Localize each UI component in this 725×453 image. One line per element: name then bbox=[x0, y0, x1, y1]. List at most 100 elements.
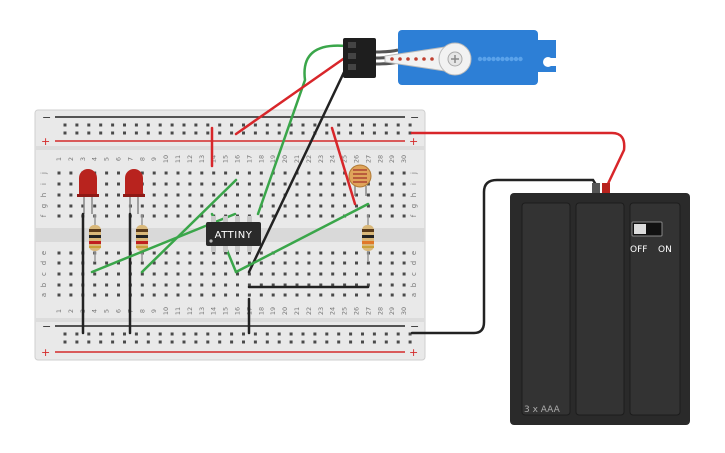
terminal-hole[interactable] bbox=[117, 293, 120, 297]
terminal-hole[interactable] bbox=[319, 204, 323, 208]
rail-hole[interactable] bbox=[408, 131, 412, 135]
rail-hole[interactable] bbox=[337, 131, 341, 135]
rail-hole[interactable] bbox=[325, 340, 329, 344]
terminal-hole[interactable] bbox=[259, 251, 263, 255]
terminal-hole[interactable] bbox=[295, 182, 299, 186]
terminal-hole[interactable] bbox=[331, 204, 335, 208]
terminal-hole[interactable] bbox=[271, 214, 275, 218]
wire-black-battery[interactable] bbox=[410, 178, 600, 335]
terminal-hole[interactable] bbox=[117, 193, 120, 197]
terminal-hole[interactable] bbox=[105, 272, 109, 276]
rail-hole[interactable] bbox=[408, 123, 412, 127]
rail-hole[interactable] bbox=[301, 123, 305, 127]
terminal-hole[interactable] bbox=[212, 261, 216, 265]
terminal-hole[interactable] bbox=[212, 293, 216, 297]
terminal-hole[interactable] bbox=[176, 204, 180, 208]
terminal-hole[interactable] bbox=[283, 272, 287, 276]
terminal-hole[interactable] bbox=[164, 251, 168, 255]
terminal-hole[interactable] bbox=[343, 293, 347, 297]
rail-hole[interactable] bbox=[182, 123, 186, 127]
terminal-hole[interactable] bbox=[331, 193, 335, 197]
terminal-hole[interactable] bbox=[200, 251, 204, 255]
rail-hole[interactable] bbox=[289, 340, 293, 344]
rail-hole[interactable] bbox=[194, 131, 198, 135]
wire-green-2[interactable] bbox=[140, 178, 238, 274]
rail-hole[interactable] bbox=[384, 131, 388, 135]
wire-red-battery[interactable] bbox=[410, 131, 626, 190]
rail-hole[interactable] bbox=[170, 131, 174, 135]
rail-hole[interactable] bbox=[372, 123, 376, 127]
terminal-hole[interactable] bbox=[236, 293, 239, 297]
rail-hole[interactable] bbox=[182, 332, 186, 336]
rail-hole[interactable] bbox=[230, 123, 234, 127]
terminal-hole[interactable] bbox=[331, 283, 335, 287]
terminal-hole[interactable] bbox=[390, 272, 394, 276]
terminal-hole[interactable] bbox=[188, 182, 192, 186]
terminal-hole[interactable] bbox=[105, 171, 109, 175]
terminal-hole[interactable] bbox=[343, 261, 347, 265]
terminal-hole[interactable] bbox=[366, 193, 370, 197]
wire-green-servo[interactable] bbox=[256, 44, 348, 216]
wire-green-4[interactable] bbox=[234, 202, 370, 274]
battery-pack[interactable]: OFF ON 3 x AAA bbox=[510, 183, 690, 425]
terminal-hole[interactable] bbox=[152, 182, 156, 186]
terminal-hole[interactable] bbox=[366, 293, 370, 297]
terminal-hole[interactable] bbox=[212, 272, 216, 276]
led-2[interactable] bbox=[123, 169, 145, 214]
terminal-hole[interactable] bbox=[271, 193, 275, 197]
terminal-hole[interactable] bbox=[343, 193, 347, 197]
terminal-hole[interactable] bbox=[343, 283, 347, 287]
terminal-hole[interactable] bbox=[390, 193, 394, 197]
terminal-hole[interactable] bbox=[152, 204, 156, 208]
terminal-hole[interactable] bbox=[140, 272, 144, 276]
terminal-hole[interactable] bbox=[402, 272, 406, 276]
rail-hole[interactable] bbox=[253, 131, 257, 135]
terminal-hole[interactable] bbox=[93, 272, 97, 276]
rail-hole[interactable] bbox=[75, 340, 79, 344]
terminal-hole[interactable] bbox=[271, 182, 275, 186]
terminal-hole[interactable] bbox=[319, 251, 323, 255]
rail-hole[interactable] bbox=[87, 332, 91, 336]
terminal-hole[interactable] bbox=[140, 261, 144, 265]
terminal-hole[interactable] bbox=[152, 251, 156, 255]
rail-hole[interactable] bbox=[253, 332, 257, 336]
terminal-hole[interactable] bbox=[355, 204, 358, 208]
terminal-hole[interactable] bbox=[319, 272, 323, 276]
terminal-hole[interactable] bbox=[164, 214, 168, 218]
rail-hole[interactable] bbox=[242, 332, 245, 336]
terminal-hole[interactable] bbox=[295, 261, 299, 265]
terminal-hole[interactable] bbox=[283, 171, 287, 175]
rail-hole[interactable] bbox=[372, 131, 376, 135]
terminal-hole[interactable] bbox=[355, 193, 358, 197]
rail-hole[interactable] bbox=[230, 340, 234, 344]
terminal-hole[interactable] bbox=[247, 251, 251, 255]
terminal-hole[interactable] bbox=[176, 283, 180, 287]
terminal-hole[interactable] bbox=[259, 261, 263, 265]
rail-hole[interactable] bbox=[87, 340, 91, 344]
rail-hole[interactable] bbox=[99, 123, 103, 127]
terminal-hole[interactable] bbox=[200, 204, 204, 208]
rail-hole[interactable] bbox=[63, 340, 67, 344]
rail-hole[interactable] bbox=[349, 123, 353, 127]
rail-hole[interactable] bbox=[146, 123, 150, 127]
terminal-hole[interactable] bbox=[93, 283, 97, 287]
terminal-hole[interactable] bbox=[164, 204, 168, 208]
rail-hole[interactable] bbox=[313, 340, 317, 344]
terminal-hole[interactable] bbox=[152, 272, 156, 276]
rail-hole[interactable] bbox=[63, 123, 67, 127]
terminal-hole[interactable] bbox=[366, 182, 370, 186]
rail-hole[interactable] bbox=[408, 332, 412, 336]
rail-hole[interactable] bbox=[111, 332, 115, 336]
rail-hole[interactable] bbox=[242, 340, 245, 344]
rail-hole[interactable] bbox=[242, 131, 245, 135]
terminal-hole[interactable] bbox=[390, 204, 394, 208]
terminal-hole[interactable] bbox=[390, 261, 394, 265]
terminal-hole[interactable] bbox=[152, 193, 156, 197]
terminal-hole[interactable] bbox=[307, 293, 311, 297]
terminal-hole[interactable] bbox=[117, 283, 120, 287]
rail-hole[interactable] bbox=[218, 340, 222, 344]
terminal-hole[interactable] bbox=[105, 251, 109, 255]
terminal-hole[interactable] bbox=[176, 182, 180, 186]
terminal-hole[interactable] bbox=[224, 261, 228, 265]
terminal-hole[interactable] bbox=[236, 182, 239, 186]
